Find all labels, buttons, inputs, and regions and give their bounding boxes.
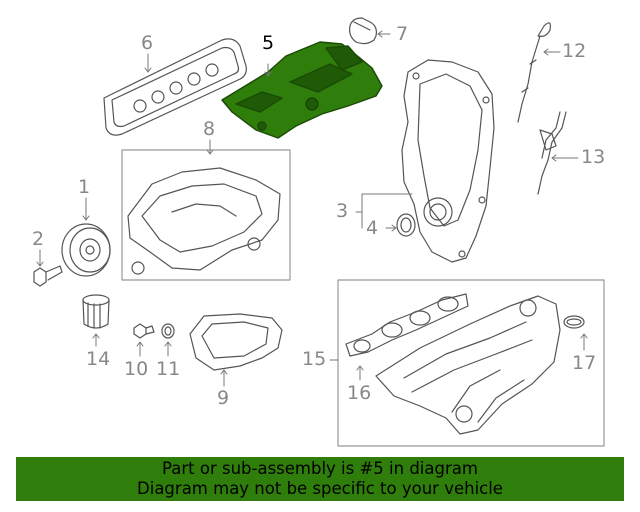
banner-line-1: Part or sub-assembly is #5 in diagram <box>162 459 478 478</box>
callout-14: 14 <box>86 348 111 370</box>
callout-12: 12 <box>562 40 587 62</box>
oil-pan-upper-box <box>121 149 291 281</box>
callout-11: 11 <box>156 358 181 380</box>
oil-dipstick <box>517 22 551 123</box>
dipstick-tube <box>537 111 567 195</box>
callout-16: 16 <box>347 382 372 404</box>
callout-8: 8 <box>203 118 216 140</box>
callout-1: 1 <box>78 176 91 198</box>
crankshaft-pulley <box>61 223 111 277</box>
oil-filler-cap <box>349 17 377 45</box>
callout-10: 10 <box>124 358 149 380</box>
callout-4: 4 <box>366 217 379 239</box>
part-info-banner: Part or sub-assembly is #5 in diagram Di… <box>16 457 624 501</box>
callout-6: 6 <box>141 32 154 54</box>
valve-cover-gasket <box>103 38 247 136</box>
pulley-bolt <box>33 265 63 287</box>
intake-manifold <box>375 295 561 435</box>
parts-diagram <box>33 17 605 447</box>
intake-manifold-box <box>337 279 605 447</box>
lower-oil-pan <box>189 313 283 371</box>
valve-cover[interactable] <box>221 41 383 139</box>
leader-lines <box>36 30 588 387</box>
drain-plug <box>133 323 155 339</box>
upper-oil-pan <box>127 167 281 275</box>
callout-9: 9 <box>217 387 230 409</box>
callout-3: 3 <box>336 200 349 222</box>
callout-2: 2 <box>32 228 45 250</box>
banner-line-2: Diagram may not be specific to your vehi… <box>137 479 503 498</box>
callout-13: 13 <box>581 146 606 168</box>
callout-15: 15 <box>302 348 327 370</box>
drain-plug-washer <box>161 323 175 339</box>
callout-17: 17 <box>572 352 597 374</box>
oil-filter <box>82 294 110 329</box>
callout-7: 7 <box>396 23 409 45</box>
throttle-body-gasket <box>563 315 585 329</box>
front-crank-seal <box>396 213 416 237</box>
callout-5[interactable]: 5 <box>262 32 275 54</box>
timing-cover <box>401 59 495 263</box>
intake-manifold-gasket <box>345 293 469 357</box>
